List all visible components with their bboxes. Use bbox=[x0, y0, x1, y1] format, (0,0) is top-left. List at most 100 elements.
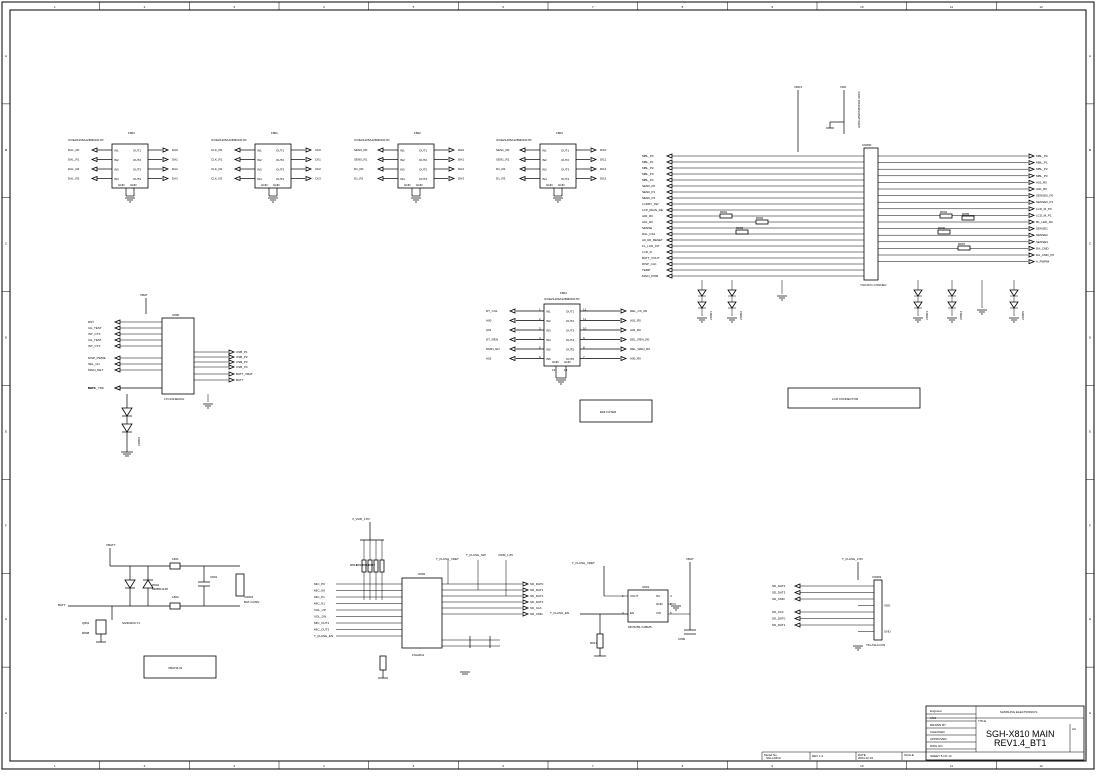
tflash-net: SD_DAT3 bbox=[772, 591, 786, 595]
c801-label: C801 bbox=[210, 575, 218, 579]
lcd-right-net: SENSE1 bbox=[1036, 227, 1048, 231]
filter-pin-out: OUT2 bbox=[419, 158, 427, 162]
u802-right-net: SD_CMD bbox=[530, 612, 544, 616]
f804-pin-in: IN5 bbox=[546, 348, 551, 352]
u800-left-net: BOOL_TDK bbox=[88, 386, 104, 390]
vbat-net-batt: BATT bbox=[58, 603, 66, 607]
border-col-bottom: 10 bbox=[860, 764, 864, 768]
f804-body bbox=[543, 303, 581, 367]
lcd-right-net: BL_LED_R0 bbox=[1036, 220, 1053, 224]
filter-gnd-pin: GND bbox=[273, 183, 281, 187]
border-col-bottom: 2 bbox=[144, 764, 146, 768]
filter-left-net: D1_R2 bbox=[496, 167, 506, 171]
lcd-left-net: MAIN_PWR bbox=[642, 274, 659, 278]
border-col-bottom: 4 bbox=[323, 764, 325, 768]
lcd-left-net: LCP_MAIN_RE bbox=[642, 208, 663, 212]
vbatm-in-block: VBATT L801 BATT L802 D801 MMBD4148 C801 … bbox=[58, 543, 259, 679]
lcd-right-net: SENSE0_P1 bbox=[1036, 200, 1054, 204]
u800-left-net: DISP_PWRE bbox=[88, 356, 106, 360]
f804-pin-out: OUT3 bbox=[566, 329, 574, 333]
u800-right-net: USB_P3 bbox=[236, 360, 248, 364]
lcd-left-net: SENSE bbox=[642, 226, 652, 230]
u802-left-net: MIC_N1 bbox=[314, 602, 325, 606]
u800-left-net: INT_CTX bbox=[88, 344, 101, 348]
f804-pin-num: 8 bbox=[583, 346, 585, 350]
filter-gnd-pin: GND bbox=[546, 183, 554, 187]
u802-left-net: MIC_P1 bbox=[314, 595, 325, 599]
lcd-resistor-label: R803 bbox=[736, 226, 744, 230]
u801-pin: VOUT bbox=[630, 594, 639, 598]
filter-ref: F801 bbox=[271, 131, 278, 135]
filter-pin-in: IN3 bbox=[114, 168, 119, 172]
tflash-part: TFLASH-CON bbox=[866, 643, 885, 647]
filter-right-net: CK2 bbox=[315, 167, 321, 171]
border-row-left: C bbox=[5, 242, 8, 246]
f804-part: ICVEZ1406A12B0R1617R bbox=[544, 297, 580, 301]
filter-pin-in: IN2 bbox=[114, 158, 119, 162]
lcd-ref: CN800 bbox=[862, 143, 872, 147]
filter-pin-out: OUT1 bbox=[133, 149, 141, 153]
u802-left-pins: MIC_P0MIC_N0MIC_P1MIC_N1VOL_UPVOL_DNMIC_… bbox=[314, 582, 402, 638]
tflash-connector: T_FLASH_2.8V CN802 TFLASH-CON SD_DAT2SD_… bbox=[772, 557, 892, 651]
filter-gnd-pin: GND bbox=[558, 183, 566, 187]
u802-right-net: SD_DAT0 bbox=[530, 582, 544, 586]
filter-left-net: SEN1_R0 bbox=[496, 148, 510, 152]
u800-right-net: USB_P4 bbox=[236, 365, 248, 369]
filter-pin-out: OUT4 bbox=[561, 177, 569, 181]
u800-charger-ic: VBAT U800 LTC4413EUFH RSTCH_TESTINT_CTXC… bbox=[88, 293, 253, 457]
filter-pin-out: OUT4 bbox=[419, 177, 427, 181]
tflash-nets: SD_DAT2SD_DAT3SD_CMDVDDSD_CLKSD_DAT0SD_D… bbox=[772, 583, 892, 651]
tflash-ref: CN802 bbox=[872, 575, 882, 579]
lcd-left-net: A00_R0 bbox=[642, 214, 653, 218]
filter-pin-in: IN3 bbox=[400, 168, 405, 172]
filter-pin-in: IN3 bbox=[542, 168, 547, 172]
u801-pin: GND bbox=[656, 602, 664, 606]
filter-pin-out: OUT1 bbox=[419, 149, 427, 153]
lcd-label-box bbox=[787, 387, 921, 409]
f804-pin-num: 2 bbox=[539, 317, 541, 321]
u802-res-label: R815 bbox=[356, 563, 364, 567]
tflash-net: SD_DAT1 bbox=[772, 623, 786, 627]
lcd-left-net: MBL_P1 bbox=[642, 160, 654, 164]
filter-pin-out: OUT3 bbox=[276, 168, 284, 172]
u800-left-net: BATT bbox=[88, 386, 96, 390]
lcd-left-net: A01_R0 bbox=[642, 220, 653, 224]
lcd-left-net: DISP_CLK bbox=[642, 262, 657, 266]
filter-pin-in: IN2 bbox=[542, 158, 547, 162]
u801-net-out: T_FLASH_VDET bbox=[572, 561, 595, 565]
tflash-net: SD_CMD bbox=[772, 597, 786, 601]
tflash-net: GND bbox=[884, 630, 892, 634]
u802-net-c: VSIM_1.8V bbox=[498, 553, 513, 557]
f804-pin-num: 3 bbox=[539, 327, 541, 331]
f804-pin-num: 9 bbox=[583, 336, 585, 340]
f804-pin-in: IN6 bbox=[546, 357, 551, 361]
u802-left-net: VOL_UP bbox=[314, 608, 326, 612]
filter-right-net: DA0 bbox=[172, 148, 178, 152]
u802-net-b: T_FLASH_SW bbox=[466, 553, 486, 557]
f804-pin-in: IN1 bbox=[546, 310, 551, 314]
tflash-body bbox=[873, 579, 883, 641]
f804-pin-num: 10 bbox=[583, 327, 587, 331]
lcd-left-net: FL_LCD_INT bbox=[642, 244, 660, 248]
f804-pin-in: IN3 bbox=[546, 329, 551, 333]
border-row-left: B bbox=[5, 148, 7, 152]
filter-pin-in: IN1 bbox=[114, 149, 119, 153]
border-row-right: B bbox=[1089, 148, 1091, 152]
border-row-left: F bbox=[5, 523, 7, 527]
border-col-bottom: 7 bbox=[592, 764, 594, 768]
u802-left-net: VOL_DN bbox=[314, 615, 326, 619]
filter-right-net: DI12 bbox=[600, 167, 607, 171]
lcd-left-net: MBL_P4 bbox=[642, 178, 654, 182]
u801-pin-num: 3 bbox=[622, 611, 624, 615]
title-bottom-field: SHEET 8 OF 12 bbox=[930, 754, 952, 758]
u802-left-net: MIC_OUT1 bbox=[314, 621, 330, 625]
title-field: DRAWN BY bbox=[930, 723, 946, 727]
filter-left-net: SEN0_R1 bbox=[354, 158, 368, 162]
d801-part: MMBD4148 bbox=[152, 587, 168, 591]
f804-label-box bbox=[579, 399, 653, 423]
